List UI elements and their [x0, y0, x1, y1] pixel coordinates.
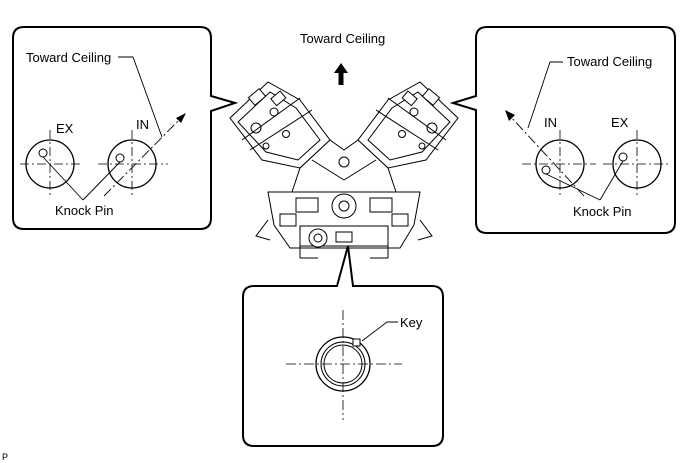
left-callout: Toward Ceiling EX IN Knock Pin [12, 26, 239, 230]
key-label: Key [400, 315, 423, 330]
toward-ceiling-left-label: Toward Ceiling [26, 50, 111, 65]
bottom-callout: Key [242, 245, 444, 447]
knock-pin-in-left [115, 153, 125, 163]
v-engine-illustration [229, 81, 459, 259]
knock-pin-label-right: Knock Pin [573, 204, 632, 219]
arrow-head-icon [505, 110, 515, 121]
ex-label-left: EX [56, 121, 74, 136]
toward-ceiling-top-label: Toward Ceiling [300, 31, 385, 46]
ex-label-right: EX [611, 115, 629, 130]
corner-code: P [2, 452, 8, 462]
in-label-right: IN [544, 115, 557, 130]
crankshaft-pulley [286, 310, 402, 420]
up-arrow-icon [334, 63, 348, 85]
knock-pin-in-right [541, 165, 551, 175]
crankshaft-key [352, 338, 361, 347]
right-callout: Toward Ceiling IN EX Knock Pin [449, 26, 676, 234]
in-camshaft-right [522, 130, 596, 198]
knock-pin-ex-right [618, 152, 628, 162]
in-label-left: IN [136, 117, 149, 132]
knock-pin-ex-left [38, 148, 48, 158]
knock-pin-label-left: Knock Pin [55, 203, 114, 218]
arrow-head-icon [176, 113, 186, 123]
toward-ceiling-right-label: Toward Ceiling [567, 54, 652, 69]
